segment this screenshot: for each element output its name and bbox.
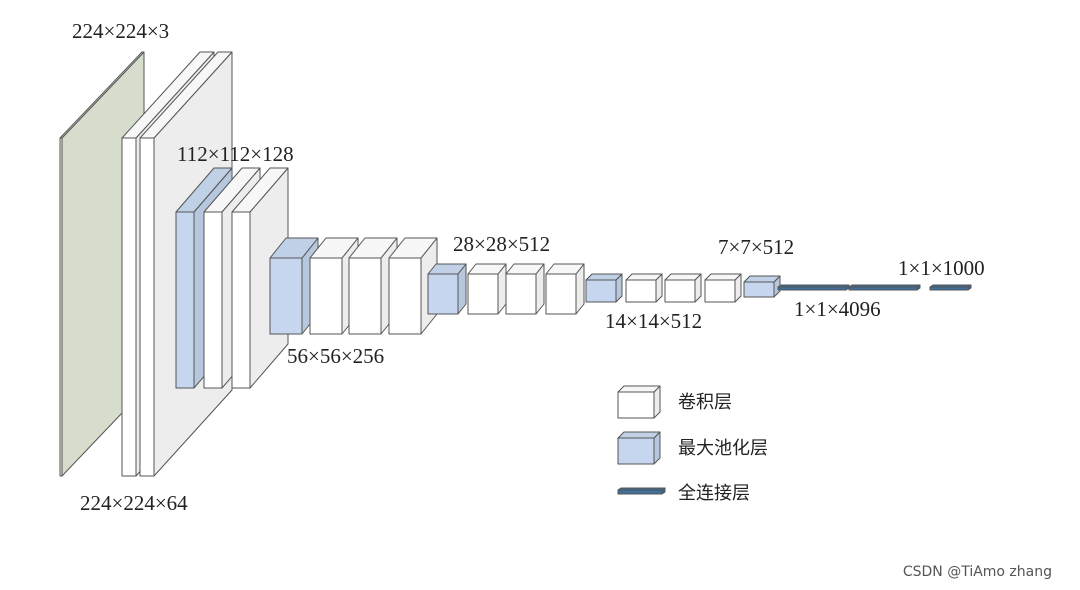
block5-conv2-top-face [664,273,702,281]
block1-conv2-front-face [139,137,155,477]
block3-conv2-front-face [348,257,382,335]
block4-conv3-front-face [545,273,577,315]
watermark: CSDN @TiAmo zhang [902,564,1052,580]
block4-pool [427,263,467,315]
input-dim-label: 224×224×3 [72,19,169,43]
legend-pool-icon [617,431,661,465]
block5-pool [585,273,623,303]
block3-conv1-front-face [309,257,343,335]
legend-pool-icon-top-face [617,431,661,439]
input-image-plane-front-face [59,137,63,477]
block5-conv1-front-face [625,279,657,303]
block1-dim-label: 224×224×64 [80,491,188,515]
block4-dim-label: 28×28×512 [453,232,550,256]
legend-conv-label: 卷积层 [678,392,732,413]
fc3-output [929,284,972,291]
block5-conv3-top-face [704,273,742,281]
pool5 [743,275,781,298]
block1-conv1-front-face [121,137,137,477]
block5-pool-top-face [585,273,623,281]
block5-conv2 [664,273,702,303]
fc2 [848,284,921,291]
block3-pool-front-face [269,257,303,335]
block5-conv2-front-face [664,279,696,303]
block2-pool-front-face [175,211,195,389]
legend-conv-icon-front-face [617,391,655,419]
block5-pool-front-face [585,279,617,303]
fc3-output-front-face [929,286,969,291]
legend-conv-icon-top-face [617,385,661,393]
block3-dim-label: 56×56×256 [287,344,384,368]
fc-dim-label: 1×1×4096 [794,297,881,321]
legend-fc-icon-front-face [617,489,663,495]
pool5-top-face [743,275,781,283]
block2-dim-label: 112×112×128 [177,142,294,166]
block5-conv3-front-face [704,279,736,303]
legend-fc-icon [617,487,666,495]
block4-conv2-front-face [505,273,537,315]
fc1-front-face [777,286,847,291]
legend: 卷积层 最大池化层 全连接层 [617,385,768,504]
fc2-front-face [848,286,918,291]
block4-conv1 [467,263,507,315]
legend-fc-label: 全连接层 [678,483,750,504]
fc1 [777,284,850,291]
block5-conv3 [704,273,742,303]
legend-pool-label: 最大池化层 [678,438,768,459]
block4-conv1-front-face [467,273,499,315]
block4-conv3 [545,263,585,315]
legend-conv-icon [617,385,661,419]
block3-conv3-front-face [388,257,422,335]
block2-conv2-front-face [231,211,251,389]
pool5-dim-label: 7×7×512 [718,235,794,259]
pool5-front-face [743,281,775,298]
legend-pool-icon-front-face [617,437,655,465]
block4-conv2 [505,263,545,315]
block5-dim-label: 14×14×512 [605,309,702,333]
block2-conv1-front-face [203,211,223,389]
block4-pool-front-face [427,273,459,315]
block5-conv1-top-face [625,273,663,281]
output-dim-label: 1×1×1000 [898,256,985,280]
block5-conv1 [625,273,663,303]
